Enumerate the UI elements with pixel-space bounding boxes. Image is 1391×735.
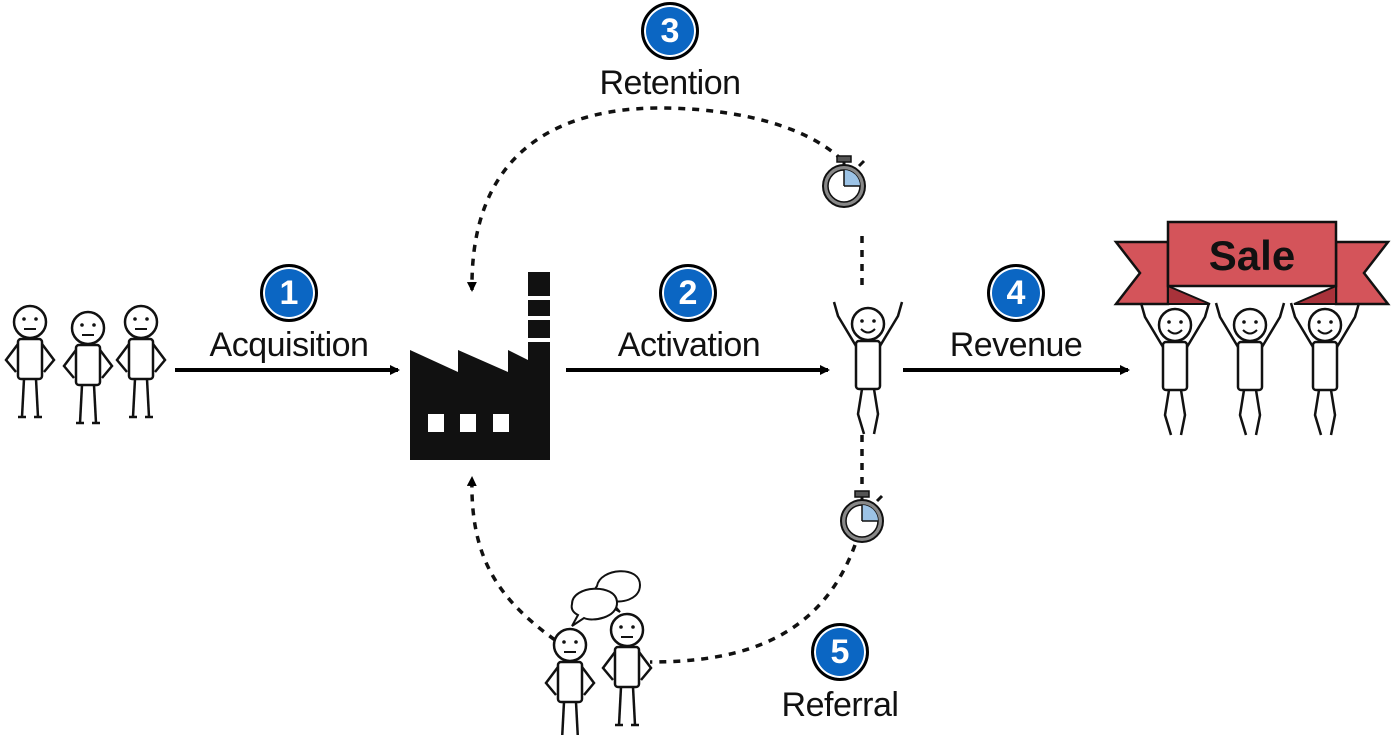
sale-banner-icon: Sale	[1113, 220, 1391, 437]
retention-loop-path	[472, 106, 864, 290]
retention-step-badge: 3	[641, 2, 699, 60]
revenue-label: Revenue	[949, 326, 1083, 364]
prospect-group-icon	[4, 304, 167, 425]
referral-loop-path	[472, 435, 864, 664]
revenue-step-badge: 4	[987, 264, 1045, 322]
sale-banner-text: Sale	[1209, 232, 1295, 279]
acquisition-step-badge: 1	[260, 264, 318, 322]
referral-step-badge: 5	[811, 623, 869, 681]
speech-bubble-icon	[570, 570, 642, 627]
referral-label: Referral	[781, 686, 899, 724]
factory-icon	[410, 272, 550, 460]
retention-stopwatch-icon	[821, 154, 867, 209]
activation-step-badge: 2	[659, 264, 717, 322]
activation-label: Activation	[617, 326, 761, 364]
acquisition-label: Acquisition	[209, 326, 369, 364]
activated-user-icon	[832, 300, 904, 436]
referring-users-icon	[544, 612, 653, 735]
retention-label: Retention	[599, 64, 741, 102]
referral-stopwatch-icon	[839, 489, 885, 544]
